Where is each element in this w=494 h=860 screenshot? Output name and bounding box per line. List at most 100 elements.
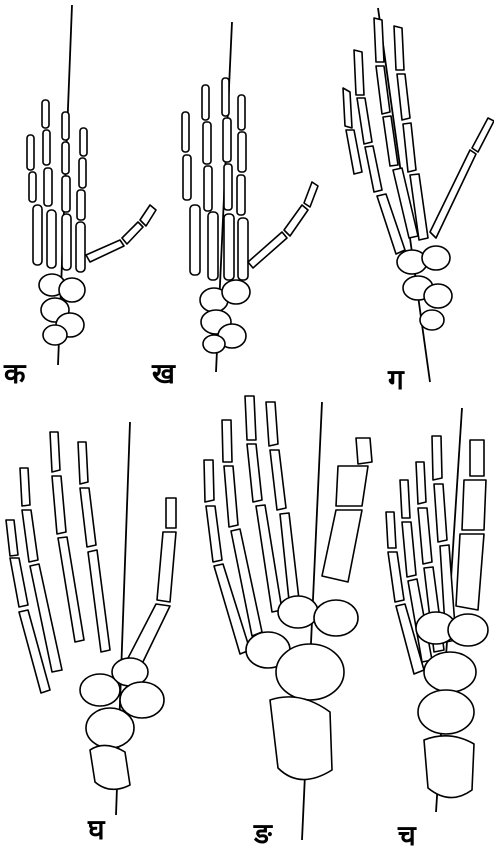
bone-shape [222, 78, 229, 116]
bone-shape [62, 142, 69, 174]
panel-label-ch: च [398, 822, 416, 850]
panel-kh-hand-skeleton [182, 22, 318, 372]
bone-shape [43, 130, 50, 165]
bone-shape [416, 462, 426, 504]
bone-shape [33, 205, 42, 265]
bone-shape [222, 420, 232, 462]
bone-shape [183, 155, 191, 200]
bone-shape [448, 614, 488, 646]
bone-shape [80, 128, 87, 156]
bone-shape [140, 205, 156, 226]
bone-shape [238, 95, 245, 130]
bone-shape [203, 122, 211, 164]
bone-shape [86, 240, 124, 262]
bone-shape [79, 158, 86, 188]
bone-shape [256, 505, 282, 612]
bone-shape [357, 98, 372, 144]
panel-label-k: क [4, 360, 26, 388]
bone-shape [47, 210, 56, 268]
bone-shape [248, 232, 287, 268]
bone-shape [62, 214, 71, 270]
bone-shape [44, 168, 52, 206]
panel-label-gh: घ [88, 816, 105, 844]
bone-shape [22, 510, 38, 562]
bone-shape [20, 468, 30, 506]
bone-shape [6, 520, 18, 556]
bone-shape [86, 708, 134, 748]
bone-shape [462, 480, 486, 530]
bone-shape [224, 164, 232, 210]
panel-label-ng: ङ [254, 820, 272, 848]
bone-shape [397, 74, 410, 120]
bone-shape [122, 222, 143, 244]
bone-shape [304, 182, 318, 207]
bone-shape [43, 325, 67, 345]
panel-label-kh: ख [152, 360, 175, 388]
bone-shape [204, 460, 214, 502]
bone-shape [245, 396, 256, 440]
bone-shape [270, 450, 286, 510]
bone-shape [386, 512, 396, 548]
bone-shape [356, 438, 372, 464]
bone-shape [80, 488, 96, 547]
panel-g-hand-skeleton [343, 8, 494, 382]
bone-shape [420, 310, 444, 330]
bone-shape [418, 508, 432, 564]
bone-shape [430, 150, 476, 238]
bone-shape [388, 552, 404, 602]
bone-shape [424, 284, 452, 308]
bone-shape [403, 123, 416, 172]
bone-shape [424, 736, 474, 798]
bone-shape [432, 436, 442, 480]
bone-shape [365, 146, 382, 192]
bone-shape [59, 278, 85, 302]
bone-shape [322, 510, 362, 582]
bone-shape [343, 88, 352, 128]
bone-shape [400, 480, 410, 518]
bone-shape [238, 132, 246, 172]
bone-shape [266, 402, 278, 446]
bone-shape [402, 522, 416, 577]
bone-shape [314, 600, 358, 636]
bone-shape [470, 440, 484, 476]
bone-shape [58, 537, 84, 642]
bone-shape [418, 690, 474, 734]
bone-shape [456, 534, 484, 610]
bone-shape [204, 166, 212, 211]
bone-shape [27, 135, 34, 170]
bone-shape [238, 218, 248, 280]
bone-shape [424, 652, 476, 692]
panel-label-g: ग [388, 366, 404, 394]
bone-shape [223, 118, 231, 162]
bone-shape [62, 112, 69, 140]
bone-shape [29, 172, 36, 202]
bone-shape [90, 745, 130, 789]
bone-shape [422, 246, 450, 270]
bone-shape [157, 532, 176, 602]
bone-shape [208, 212, 218, 280]
bone-shape [247, 444, 262, 502]
bone-shape [224, 466, 238, 527]
bone-shape [50, 432, 60, 472]
bone-shape [434, 484, 447, 542]
bone-shape [354, 50, 364, 95]
bone-shape [42, 100, 49, 128]
bone-shape [278, 596, 318, 628]
panel-k-hand-skeleton [27, 5, 156, 365]
bone-shape [222, 280, 250, 304]
bone-shape [52, 476, 66, 534]
panel-gh-foot-skeleton [6, 422, 176, 815]
bone-shape [78, 442, 88, 484]
bone-shape [77, 190, 85, 220]
panel-ch-foot-skeleton [386, 408, 488, 812]
bone-shape [62, 176, 70, 212]
bone-shape [202, 85, 209, 120]
bone-shape [166, 498, 176, 528]
panel-ng-foot-skeleton [204, 396, 372, 840]
bone-shape [190, 205, 200, 275]
bone-shape [76, 222, 85, 272]
bone-shape [276, 644, 344, 700]
bone-shape [237, 175, 245, 215]
bone-shape [346, 130, 362, 174]
